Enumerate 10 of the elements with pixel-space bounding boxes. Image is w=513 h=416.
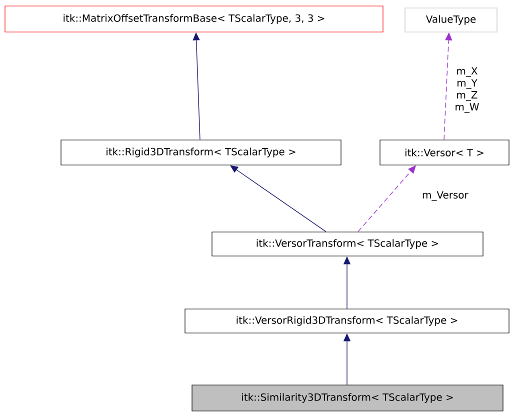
class-box: itk::VersorRigid3DTransform< TScalarType > [184,308,510,334]
class-box: itk::Versor< T > [380,140,510,166]
class-box: itk::MatrixOffsetTransformBase< TScalarType, 3, 3 > [4,6,384,32]
class-box: itk::VersorTransform< TScalarType > [212,232,484,256]
class-box: itk::Similarity3DTransform< TScalarType > [192,384,504,412]
class-box: itk::Rigid3DTransform< TScalarType > [60,140,342,166]
arrow [230,165,326,232]
edge-label: m_X m_Y m_Z m_W [453,66,481,114]
class-box: ValueType [404,8,498,32]
edge-label: m_Versor [421,190,468,202]
